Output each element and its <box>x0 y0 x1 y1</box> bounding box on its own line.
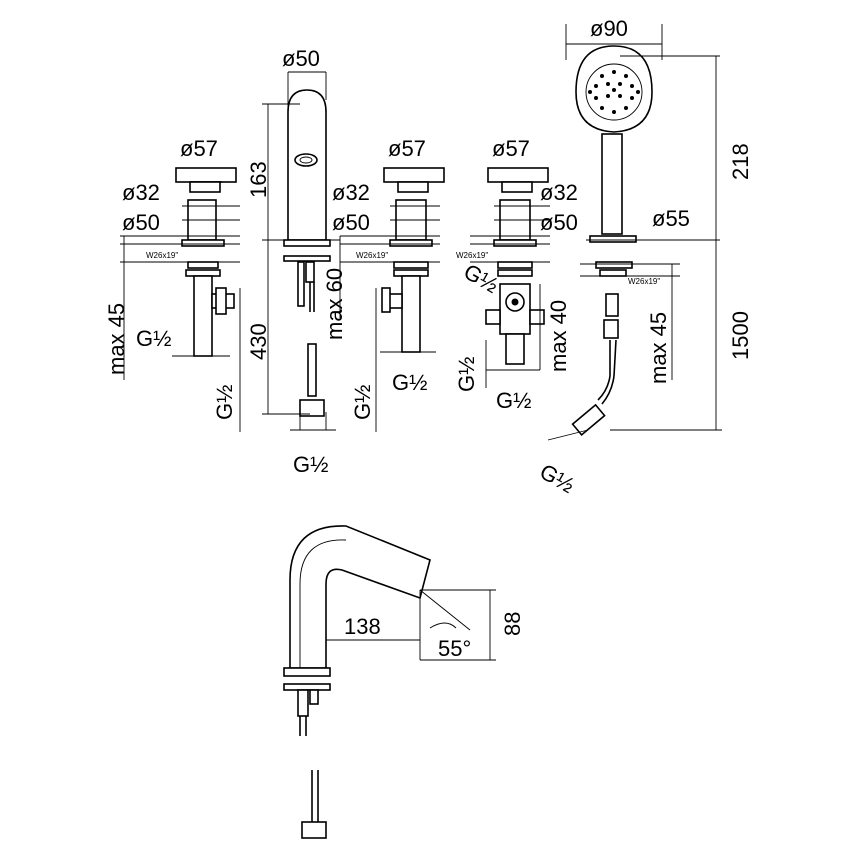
valve-left-d32: ø32 <box>122 180 160 205</box>
valve-left: ø57 ø32 ø50 W26x19" max 45 G½ G½ <box>104 136 241 432</box>
spout-max60: max 60 <box>322 268 347 340</box>
diverter-d50: ø50 <box>540 210 578 235</box>
valve-mid: ø57 ø32 ø50 W26x19" G½ G½ <box>332 136 445 432</box>
diverter-d32: ø32 <box>540 180 578 205</box>
spout-g: G½ <box>293 452 328 477</box>
diverter-thread: W26x19" <box>456 251 488 260</box>
diverter-g-side2: G½ <box>454 357 479 392</box>
shower-d90: ø90 <box>590 16 628 41</box>
spout-d50: ø50 <box>282 46 320 71</box>
valve-left-d50: ø50 <box>122 210 160 235</box>
valve-left-handle <box>175 167 237 183</box>
shower-handle <box>601 133 623 235</box>
valve-mid-g-bottom: G½ <box>392 370 427 395</box>
valve-mid-d32: ø32 <box>332 180 370 205</box>
valve-left-g-bottom: G½ <box>212 385 237 420</box>
valve-left-thread: W26x19" <box>146 251 178 260</box>
valve-left-d57: ø57 <box>180 136 218 161</box>
diverter-max40: max 40 <box>546 300 571 372</box>
diverter-stem <box>505 333 525 365</box>
shower-d55: ø55 <box>652 206 690 231</box>
diverter-handle <box>487 167 549 183</box>
hand-shower: ø90 ø55 W26x19" 218 1500 max 45 G½ <box>536 16 754 498</box>
shower-thread: W26x19" <box>628 277 660 286</box>
valve-mid-handle <box>383 167 445 183</box>
valve-mid-d57: ø57 <box>388 136 426 161</box>
valve-left-stem <box>193 275 213 357</box>
shower-218: 218 <box>728 143 753 180</box>
detail-55deg: 55° <box>438 636 471 661</box>
valve-mid-stem <box>401 275 421 353</box>
diverter-d57: ø57 <box>492 136 530 161</box>
diverter: ø57 ø32 ø50 W26x19" G½ G½ max 40 G½ <box>454 136 578 413</box>
spout-163: 163 <box>246 161 271 198</box>
shower-base <box>589 235 637 243</box>
spout-aerator <box>294 153 318 167</box>
detail-spout-body <box>289 525 431 669</box>
shower-1500: 1500 <box>728 311 753 360</box>
diverter-g-bottom: G½ <box>496 388 531 413</box>
valve-mid-d50: ø50 <box>332 210 370 235</box>
shower-g-hose: G½ <box>536 459 579 498</box>
spout-430: 430 <box>246 323 271 360</box>
valve-left-max: max 45 <box>104 303 129 375</box>
shower-hose-nut <box>571 403 606 437</box>
detail-connector <box>301 821 327 839</box>
valve-left-g-side: G½ <box>136 326 171 351</box>
valve-mid-thread: W26x19" <box>356 251 388 260</box>
valve-mid-g-side: G½ <box>350 385 375 420</box>
spout-hose <box>307 343 317 397</box>
detail-88: 88 <box>500 612 525 636</box>
shower-nozzles <box>588 70 640 114</box>
diverter-g-side: G½ <box>460 259 503 298</box>
shower-max45: max 45 <box>646 312 671 384</box>
spout: ø50 163 430 max 60 G½ <box>246 46 347 477</box>
spout-detail: 138 55° 88 <box>283 525 525 839</box>
detail-138: 138 <box>344 614 381 639</box>
